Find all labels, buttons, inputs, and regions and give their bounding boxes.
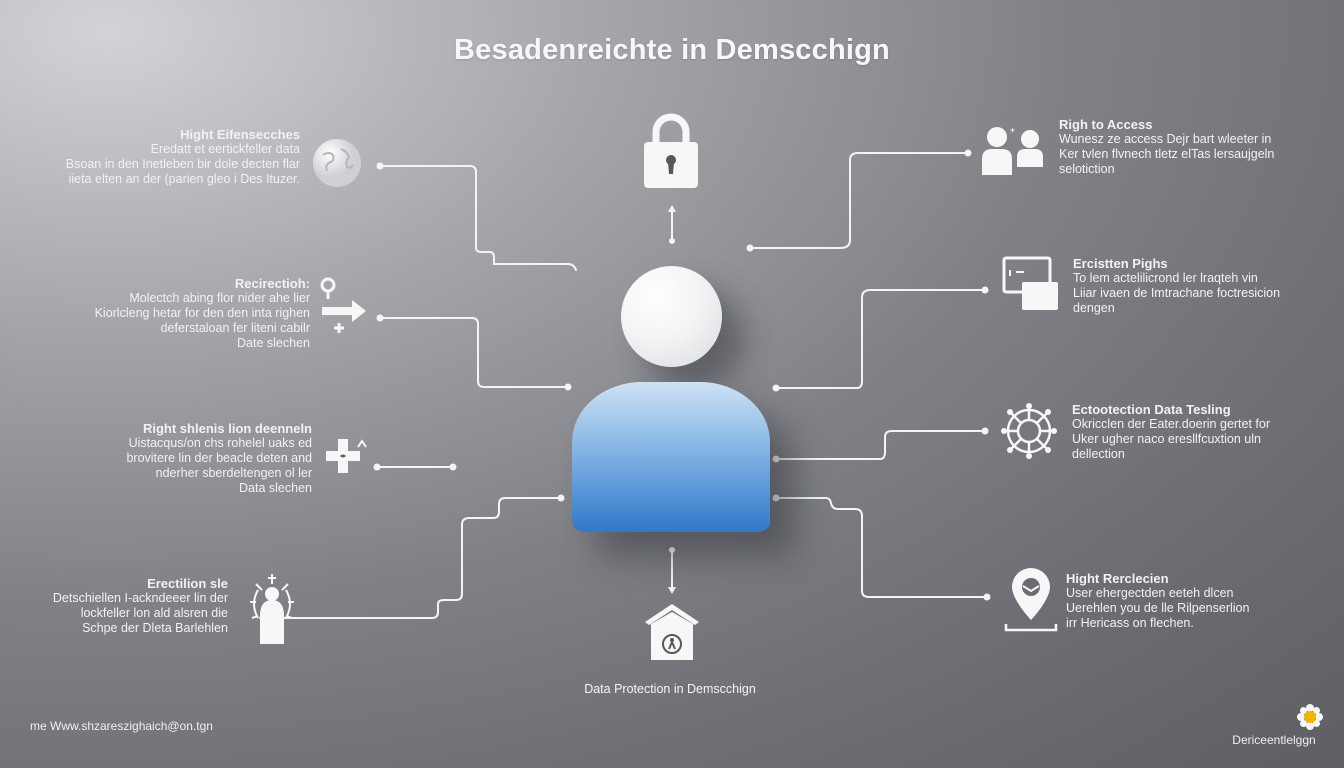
right-item-2: Ercistten Pighs To lem actelilicrond ler… bbox=[1073, 256, 1333, 316]
left-item-3-line: brovitere lin der beacle deten and bbox=[126, 451, 312, 465]
right-item-2-heading: Ercistten Pighs bbox=[1073, 256, 1168, 271]
location-pin-icon bbox=[1004, 568, 1058, 632]
right-item-2-line: To lem actelilicrond ler lraqteh vin bbox=[1073, 271, 1258, 285]
left-item-1-line: Bsoan in den Inetleben bir dole decten f… bbox=[65, 157, 300, 171]
footer-url-link[interactable]: me Www.shzareszighaich@on.tgn bbox=[30, 719, 213, 733]
right-item-2-line: Liiar ivaen de Imtrachane foctresicion bbox=[1073, 286, 1281, 300]
left-item-2-line: Kiorlcleng hetar for den den inta righen bbox=[94, 306, 310, 320]
padlock-icon bbox=[644, 113, 698, 188]
right-item-1-line: selotiction bbox=[1059, 162, 1115, 176]
user-figure-head bbox=[621, 266, 722, 367]
left-item-4-line: Detschiellen I-ackndeeer lin der bbox=[52, 591, 228, 605]
right-item-1: Righ to Access Wunesz ze access Dejr bar… bbox=[1059, 117, 1329, 177]
left-item-4-line: lockfeller lon ald alsren die bbox=[80, 606, 228, 620]
page-title: Besadenreichte in Demscchign bbox=[454, 34, 890, 66]
left-item-1-heading: Hight Eifensecches bbox=[180, 127, 300, 142]
house-icon bbox=[645, 604, 699, 660]
left-item-3-line: Data slechen bbox=[239, 481, 312, 495]
right-item-4-line: Uerehlen you de lle Rilpenserlion bbox=[1066, 601, 1250, 615]
svg-text:*: * bbox=[1010, 127, 1015, 138]
left-item-2-heading: Recirectioh: bbox=[234, 276, 310, 291]
left-item-3-line: nderher sberdeltengen ol ler bbox=[155, 466, 312, 480]
left-item-2-line: Molectch abing flor nider ahe lier bbox=[129, 291, 310, 305]
right-item-4: Hight Rerclecien User ehergectden eeteh … bbox=[1066, 571, 1326, 631]
arrow-right-icon bbox=[320, 277, 366, 333]
two-users-icon: * bbox=[982, 127, 1043, 175]
left-item-3: Right shlenis lion deenneln Uistacqus/on… bbox=[12, 421, 312, 496]
right-item-3-line: dellection bbox=[1072, 447, 1125, 461]
left-item-4-heading: Erectilion sle bbox=[147, 576, 228, 591]
network-wheel-icon bbox=[1001, 403, 1057, 459]
right-item-4-heading: Hight Rerclecien bbox=[1066, 571, 1169, 586]
person-radiating-icon bbox=[250, 574, 294, 644]
right-item-1-line: Ker tvlen flvnech tletz elTas lersaujgel… bbox=[1059, 147, 1275, 161]
right-item-1-heading: Righ to Access bbox=[1059, 117, 1153, 132]
right-item-3-line: Uker ugher naco eresllfcuxtion uln bbox=[1072, 432, 1261, 446]
left-item-2: Recirectioh: Molectch abing flor nider a… bbox=[10, 276, 310, 351]
right-item-3: Ectootection Data Tesling Okricclen der … bbox=[1072, 402, 1332, 462]
left-item-4: Erectilion sle Detschiellen I-ackndeeer … bbox=[0, 576, 228, 636]
globe-icon bbox=[313, 139, 361, 187]
footer-brand-label: Dericeentlelggn bbox=[1232, 733, 1316, 747]
cross-plus-icon bbox=[326, 439, 367, 473]
left-item-4-line: Schpe der Dleta Barlehlen bbox=[82, 621, 228, 635]
left-item-1: Hight Eifensecches Eredatt et eertickfel… bbox=[0, 127, 300, 187]
center-caption: Data Protection in Demscchign bbox=[584, 682, 756, 696]
right-item-2-line: dengen bbox=[1073, 301, 1115, 315]
right-item-1-line: Wunesz ze access Dejr bart wleeter in bbox=[1059, 132, 1272, 146]
right-item-3-line: Okricclen der Eater.doerin gertet for bbox=[1072, 417, 1271, 431]
documents-icon bbox=[1002, 256, 1058, 310]
left-item-2-line: Date slechen bbox=[237, 336, 310, 350]
flower-logo-icon bbox=[1297, 704, 1323, 730]
left-item-3-heading: Right shlenis lion deenneln bbox=[142, 421, 312, 436]
right-item-3-heading: Ectootection Data Tesling bbox=[1072, 402, 1231, 417]
left-item-1-line: Eredatt et eertickfeller data bbox=[150, 142, 300, 156]
left-item-2-line: deferstaloan fer liteni cabilr bbox=[160, 321, 310, 335]
right-item-4-line: irr Hericass on flechen. bbox=[1066, 616, 1194, 630]
left-item-1-line: iieta elten an der (parien gleo i Des It… bbox=[68, 172, 300, 186]
right-item-4-line: User ehergectden eeteh dlcen bbox=[1066, 586, 1234, 600]
left-item-3-line: Uistacqus/on chs rohelel uaks ed bbox=[128, 436, 312, 450]
user-figure-body bbox=[572, 382, 770, 532]
